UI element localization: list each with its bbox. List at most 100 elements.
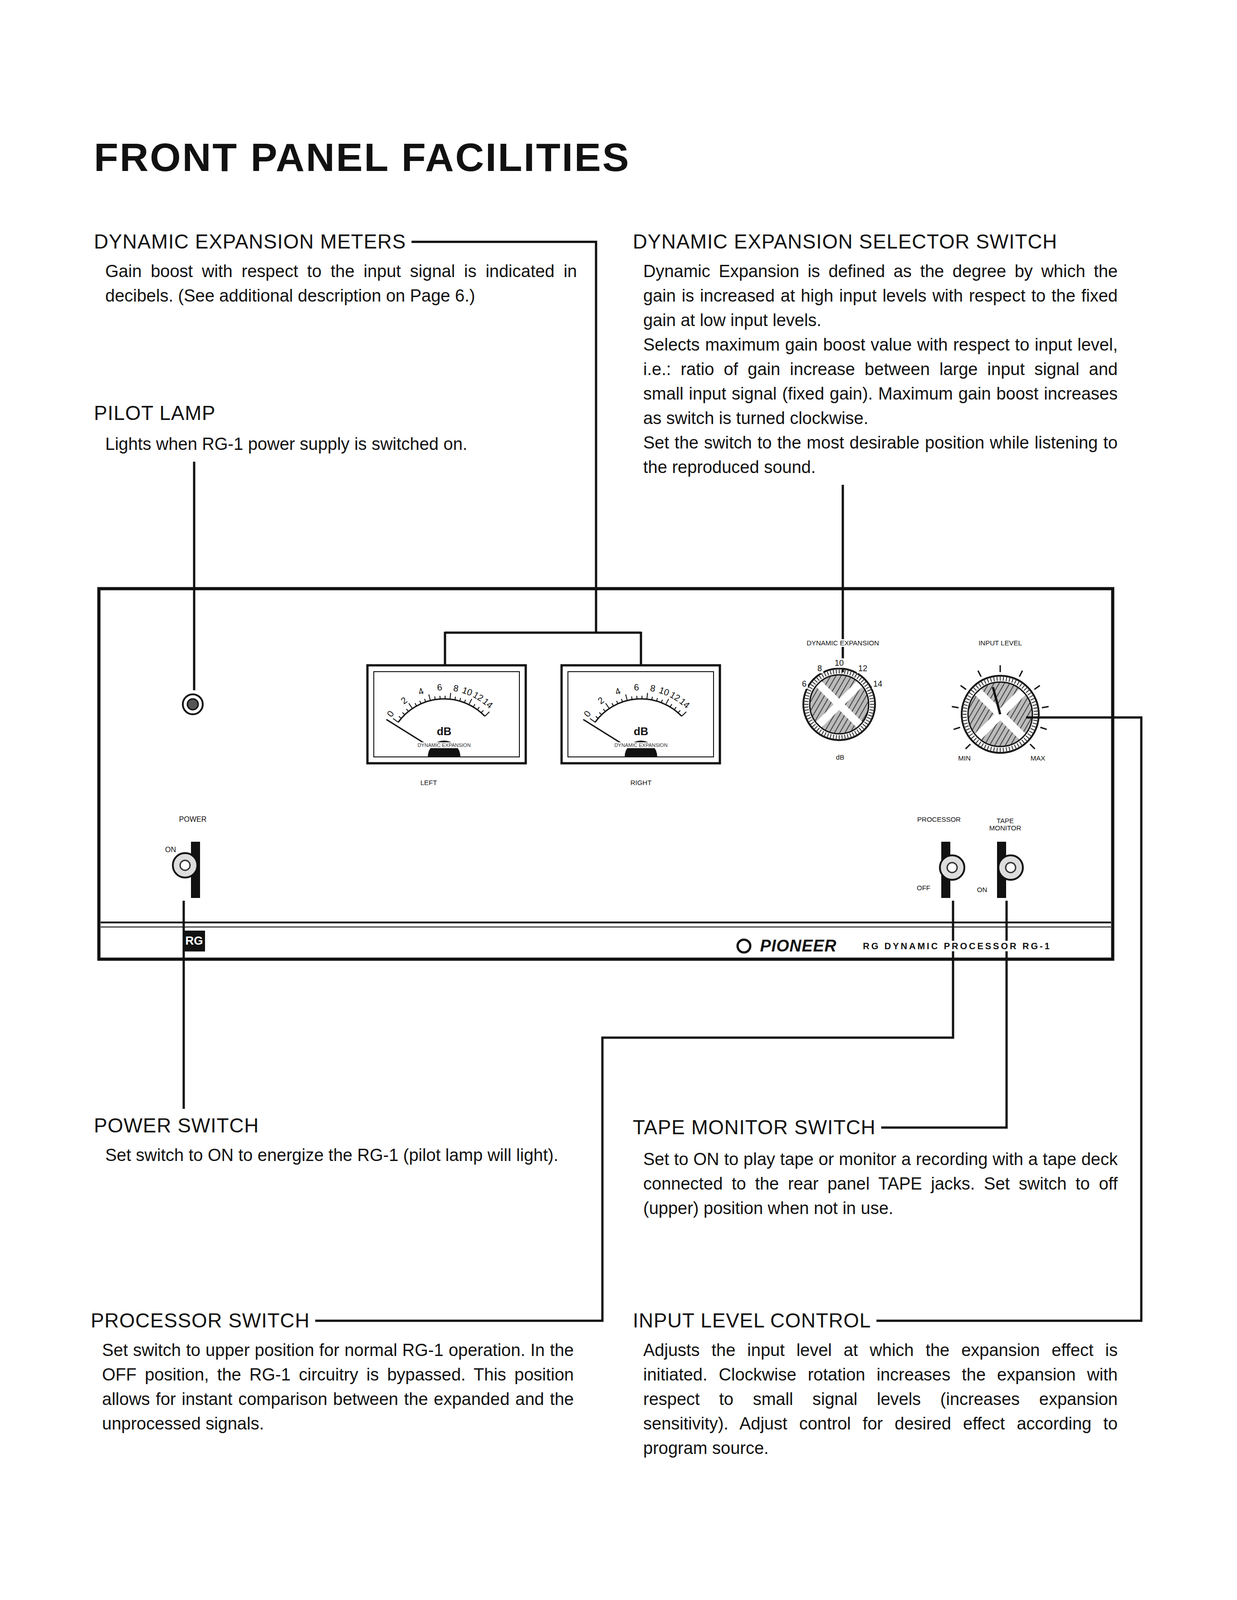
- meter-tick: [621, 699, 623, 703]
- meter-tick: [590, 718, 596, 723]
- knob-knurl: [859, 676, 863, 681]
- panel-label: DYNAMIC EXPANSION: [805, 639, 881, 647]
- knob-knurl: [965, 698, 970, 701]
- meter-scale-number: 0: [581, 708, 593, 719]
- knob-knurl: [1008, 677, 1011, 683]
- knob-tick: [960, 685, 967, 690]
- knob-tick: [1040, 727, 1047, 730]
- knob-tick: [965, 744, 971, 750]
- meter-tick: [459, 698, 461, 702]
- knob-knurl: [999, 675, 1001, 681]
- callout-text: Selects maximum gain boost value with re…: [643, 332, 1118, 431]
- knob-knurl: [961, 710, 967, 713]
- knob-knurl: [856, 729, 860, 734]
- meter-tick: [669, 704, 672, 708]
- meter-scale-number: 2: [596, 694, 607, 707]
- knob-knurl: [835, 735, 837, 741]
- knob-knurl: [868, 714, 873, 717]
- knob-knurl: [1027, 692, 1032, 695]
- knob-knurl: [975, 740, 979, 744]
- meter-tick: [449, 693, 451, 700]
- knob-knurl: [996, 748, 998, 753]
- knob-knurl: [803, 698, 809, 700]
- knob-knurl: [830, 734, 832, 740]
- knob-knurl: [999, 748, 1001, 753]
- callout-heading: POWER SWITCH: [93, 1114, 260, 1138]
- pilot-lamp: [187, 699, 199, 710]
- knob-knurl: [975, 684, 979, 689]
- knob-knurl: [804, 712, 810, 714]
- leader-line: [876, 717, 1142, 1321]
- knob-knurl: [977, 682, 981, 687]
- knob-knurl: [860, 726, 865, 730]
- meter-tick: [408, 703, 413, 709]
- meter-tick: [444, 695, 446, 700]
- leader-line: [640, 631, 643, 666]
- meter-frame: [561, 665, 720, 764]
- knob-knurl: [965, 728, 970, 731]
- knob-knurl: [865, 686, 871, 690]
- knob-knurl: [811, 681, 816, 685]
- knob-knurl: [808, 719, 813, 723]
- meter-tick: [651, 696, 653, 700]
- knob-knurl: [1021, 740, 1026, 744]
- meter-tick: [481, 710, 484, 713]
- knob-knurl: [996, 675, 998, 681]
- panel-label: MAX: [1029, 754, 1047, 763]
- knob-knurl: [970, 736, 975, 740]
- knob-scale-number: 14: [871, 679, 884, 690]
- meter-scale: [595, 699, 682, 723]
- knob-tick: [953, 727, 960, 730]
- knob-knurl: [1002, 675, 1004, 681]
- panel-label: RIGHT: [629, 778, 654, 787]
- knob-knurl: [970, 689, 975, 693]
- meter-tick: [473, 704, 475, 708]
- meter-tick: [419, 700, 421, 704]
- knob-knurl: [803, 704, 809, 705]
- callout-text: Set switch to upper position for normal …: [102, 1338, 574, 1437]
- knob-knurl: [1011, 678, 1014, 683]
- knob-knurl: [1030, 698, 1036, 701]
- panel-outline: [98, 588, 1113, 960]
- meter-tick: [646, 693, 648, 700]
- knob-knurl: [962, 720, 968, 722]
- knob-knurl: [835, 668, 837, 674]
- page-title: FRONT PANEL FACILITIES: [93, 134, 631, 181]
- meter-tick: [674, 707, 676, 710]
- meter-tick: [641, 695, 643, 700]
- knob-knurl: [870, 700, 876, 703]
- knob-tick: [1041, 706, 1049, 708]
- meter-tick: [636, 695, 638, 700]
- meter-scale-number: 2: [399, 694, 410, 707]
- knob-knurl: [803, 709, 809, 711]
- knob-knurl: [849, 733, 852, 739]
- knob-tick: [999, 665, 1002, 673]
- panel-strip: [100, 921, 1111, 924]
- knob-knurl: [838, 735, 840, 741]
- knob-knurl: [983, 744, 987, 750]
- knob-knurl: [870, 704, 876, 705]
- knob-knurl: [803, 706, 809, 709]
- meter-tick: [402, 712, 405, 715]
- callout-heading: DYNAMIC EXPANSION METERS: [93, 230, 406, 254]
- meter-tick: [484, 711, 490, 717]
- callout-heading: INPUT LEVEL CONTROL: [632, 1309, 871, 1333]
- meter-tick: [406, 708, 409, 712]
- meter-scale-number: 8: [452, 683, 460, 695]
- knob-knurl: [977, 742, 981, 747]
- knob-knurl: [1029, 695, 1034, 699]
- knob-highlight: [818, 684, 860, 725]
- panel-label: LEFT: [419, 778, 439, 787]
- leader-line: [881, 900, 1007, 1128]
- knob-knurl: [824, 732, 827, 738]
- knob-knurl: [849, 670, 852, 676]
- meter-scale-number: 6: [436, 682, 443, 694]
- knob-knurl: [1014, 744, 1017, 750]
- knob-knurl: [1019, 742, 1022, 747]
- knob-knurl: [868, 692, 873, 695]
- knob-knurl: [852, 671, 855, 677]
- knob-highlight: [818, 684, 860, 725]
- knob-knurl: [968, 733, 973, 737]
- knob-knurl: [806, 689, 812, 692]
